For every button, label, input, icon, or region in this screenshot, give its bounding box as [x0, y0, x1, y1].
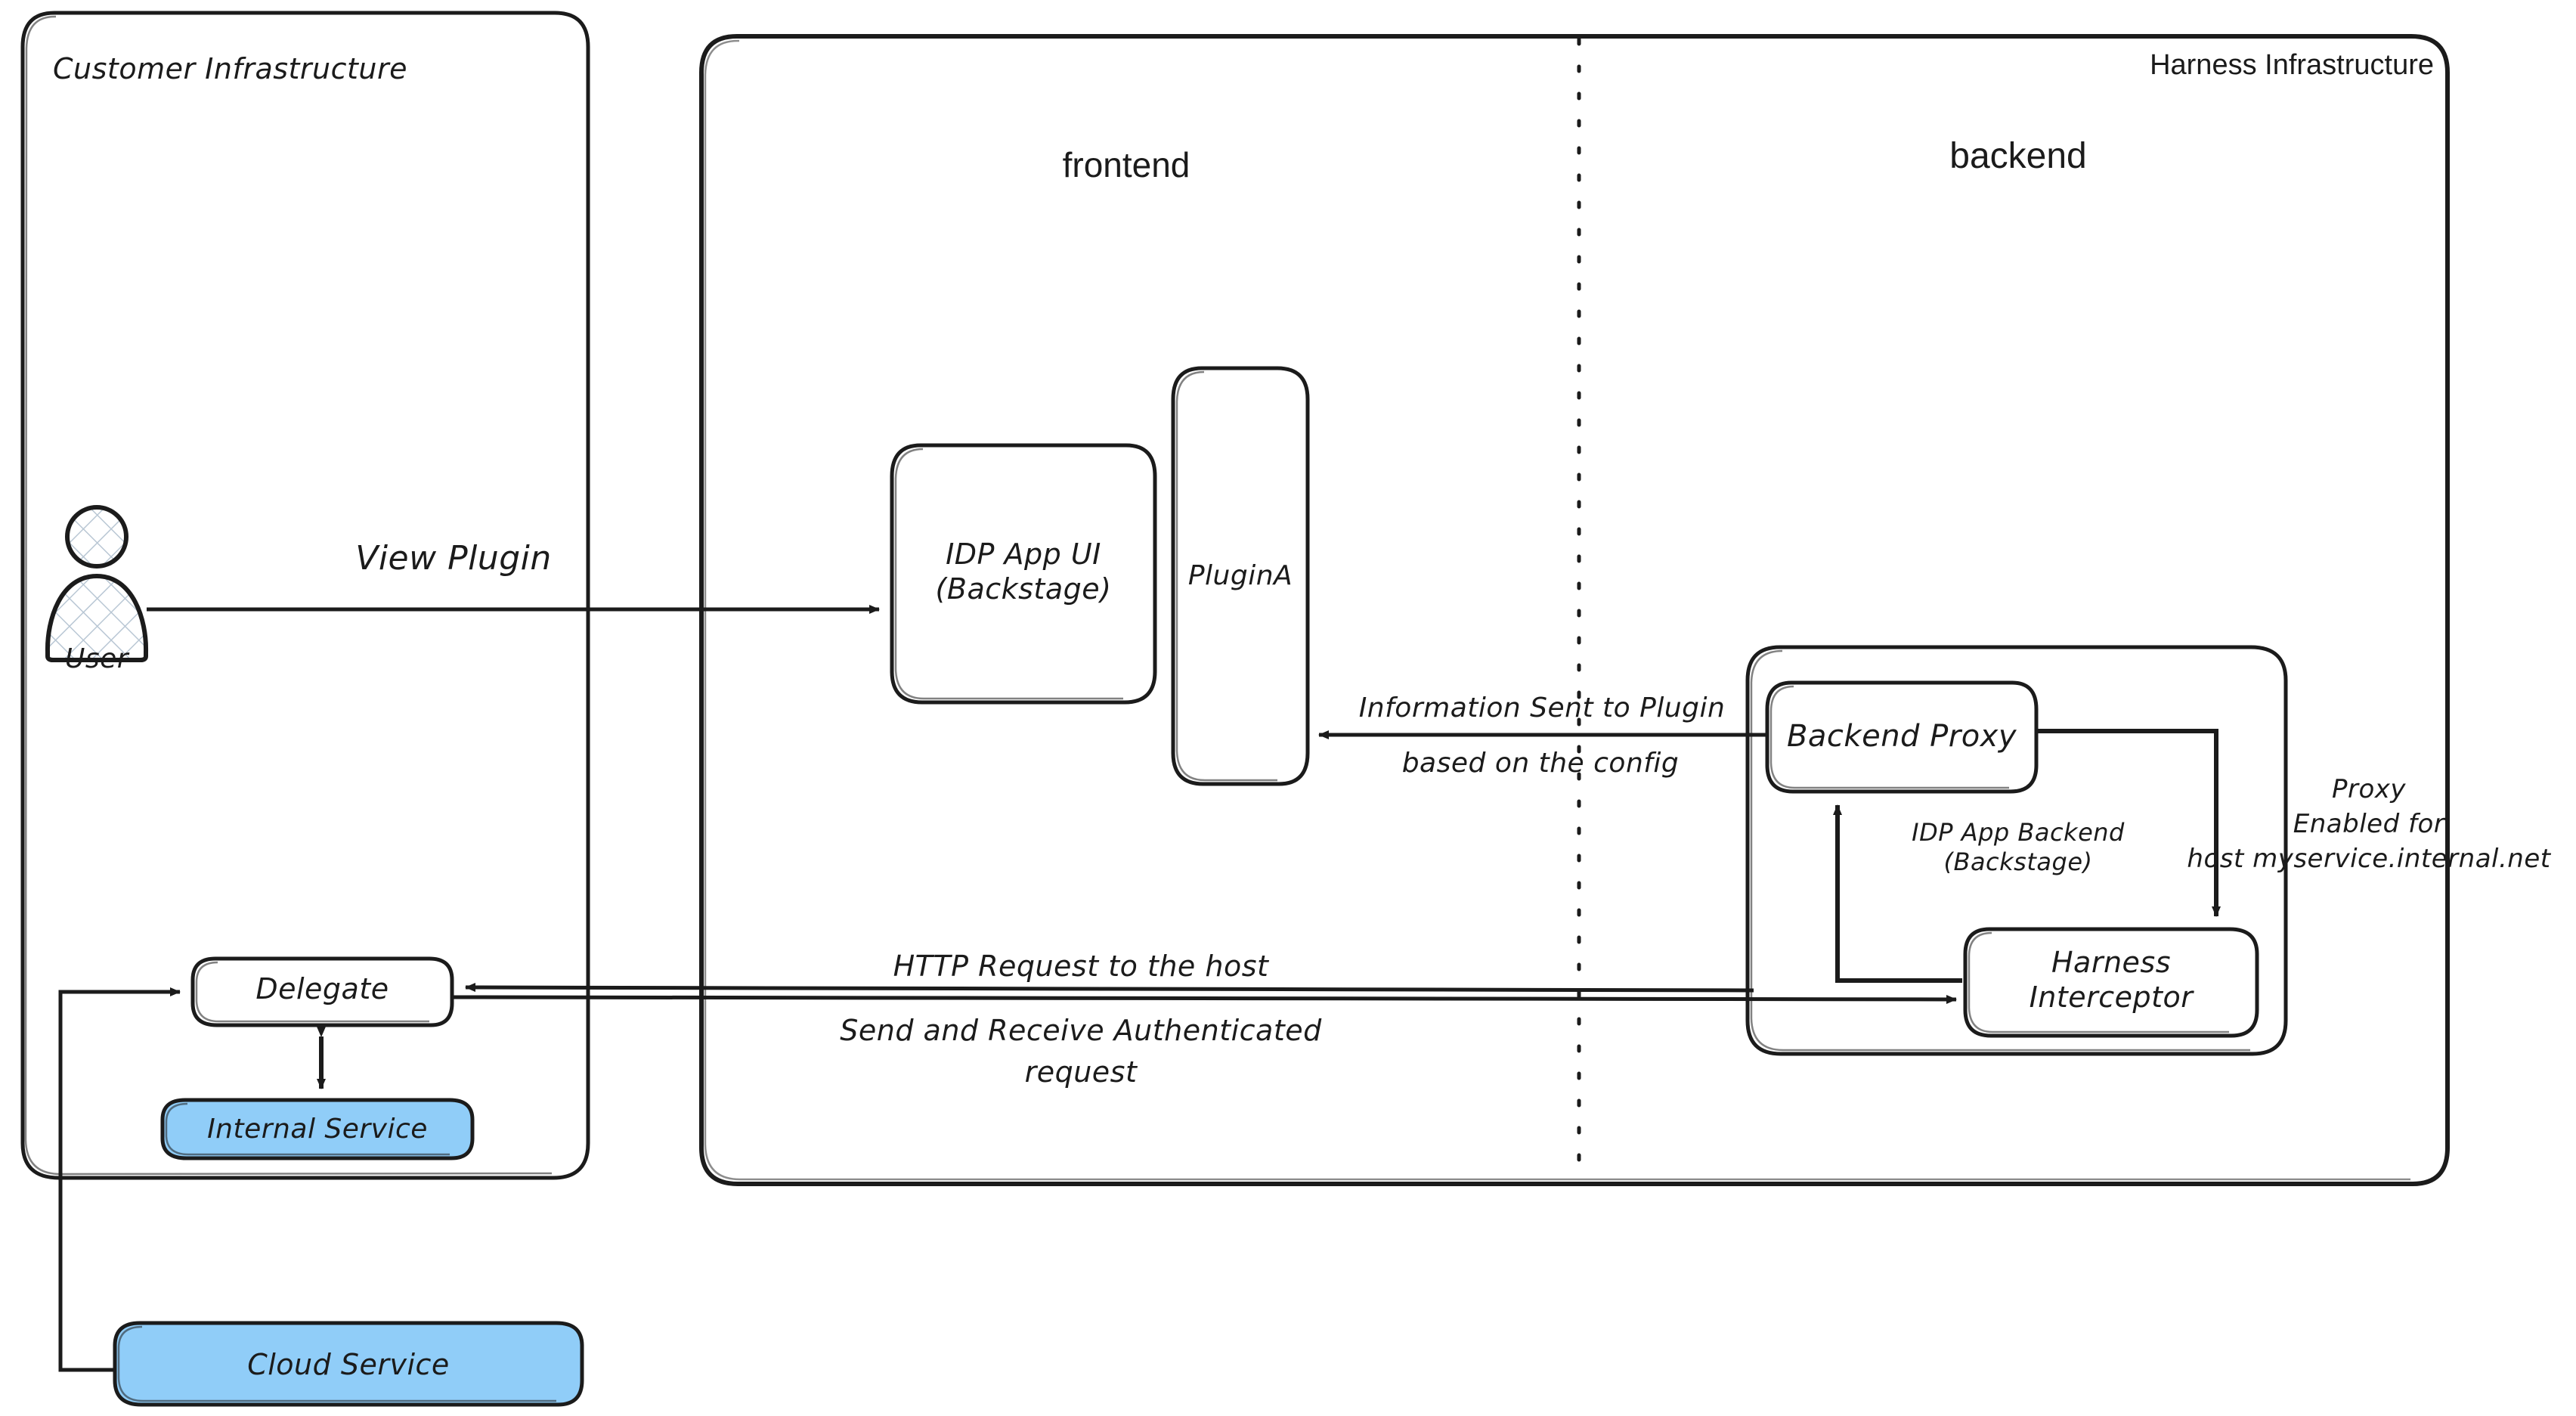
backend-proxy-box[interactable] [1765, 680, 2039, 794]
edge-cloud-service-to-delegate [58, 987, 181, 1372]
cloud-service-box[interactable] [113, 1321, 584, 1407]
edge-backend-proxy-to-interceptor [2036, 729, 2221, 917]
customer-infrastructure-container [20, 11, 590, 1180]
edge-interceptor-to-backend-proxy [1833, 804, 1962, 983]
user-actor-icon [45, 505, 149, 662]
idp-app-ui-box[interactable] [890, 443, 1157, 705]
internal-service-box[interactable] [160, 1098, 475, 1160]
delegate-box[interactable] [190, 956, 454, 1027]
harness-interceptor-box[interactable] [1963, 927, 2259, 1038]
edge-authenticated-request-to-interceptor [453, 994, 1957, 1004]
edge-http-request-to-delegate [465, 983, 1754, 993]
plugin-a-box[interactable] [1171, 366, 1310, 786]
idp-app-backend-container [1745, 645, 2288, 1056]
